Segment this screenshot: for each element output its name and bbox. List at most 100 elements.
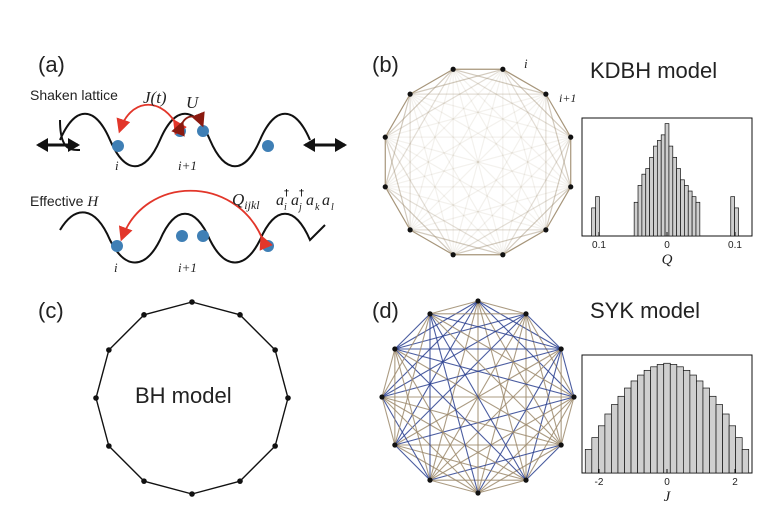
histogram-bar [649,156,654,237]
histogram-bar [728,425,737,474]
histogram-bar [656,364,665,474]
svg-text:a: a [291,192,299,209]
histogram-bar [735,437,743,474]
kdbh-edge [384,186,504,256]
interaction-label: U [186,93,200,112]
bh-node [237,478,243,484]
kdbh-edge [384,68,504,138]
syk-edge [429,313,562,350]
kdbh-edge [452,93,547,256]
syk-edge [394,313,431,446]
kdbh-edge [384,68,454,138]
shake-arrow-left-icon [36,138,80,152]
syk-edge [429,348,562,481]
syk-edge [477,300,527,481]
syk-node [427,477,433,483]
svg-text:a: a [322,192,330,209]
histogram-bar [672,156,678,237]
kdbh-edge [409,93,454,255]
bh-edge [191,301,241,316]
kdbh-node [382,134,388,140]
syk-edge [429,313,527,481]
syk-node [379,394,385,400]
histogram-bar [691,196,697,237]
kdbh-edge [409,93,504,256]
syk-node [523,477,529,483]
kdbh-edge [409,93,571,138]
syk-node [558,346,564,352]
effective-potential [59,211,326,264]
effective-term-formula: Qijkl a i † a j † a k a l [232,188,334,213]
bh-edge [108,445,145,482]
eff-site-i1-label: i+1 [178,260,197,275]
svg-text:j: j [297,202,302,213]
kdbh-edge [452,68,572,138]
kdbh-node [500,66,506,72]
syk-edge [381,396,562,446]
syk-node [571,394,577,400]
effective-hopping-arrow-icon [118,189,273,251]
bh-graph [93,299,291,497]
kdbh-edge [452,186,572,256]
syk-edge [394,313,527,446]
kdbh-edge [545,136,572,231]
kdbh-node [500,252,506,258]
kdbh-edge [502,186,572,256]
syk-edge [560,396,575,446]
shake-arrow-right-icon [303,138,347,152]
kdbh-edge [384,136,454,256]
kdbh-node [543,227,549,233]
kdbh-edge [502,69,547,231]
histogram-bar [669,364,678,474]
kdbh-node [450,252,456,258]
syk-edge [394,313,431,350]
bh-node [237,312,243,318]
histogram-bar [687,190,693,237]
kdbh-edge [384,186,454,256]
svg-text:k: k [315,202,320,213]
histogram-bar [591,207,596,237]
x-tick-label: 0 [664,477,670,488]
syk-node [475,490,481,496]
bh-edge [239,314,276,351]
kdbh-node [543,91,549,97]
syk-edge [381,348,562,398]
syk-node [475,298,481,304]
syk-title: SYK model [590,298,700,323]
histogram-bar [611,404,619,474]
kdbh-edge [385,136,571,188]
kdbh-edge [409,186,571,231]
bh-edge [143,480,193,495]
histogram-bar [684,185,689,237]
kdbh-edge [384,68,454,188]
syk-edge [381,396,396,446]
syk-edge [394,348,527,481]
syk-edge [394,444,431,481]
kdbh-title: KDBH model [590,58,717,83]
syk-edge [381,313,431,398]
atom [111,240,123,252]
syk-node [427,311,433,317]
bh-edge [239,445,276,482]
kdbh-edge [502,68,572,188]
bh-node [189,299,195,305]
kdbh-edge [545,186,572,231]
kdbh-edge [545,93,572,138]
syk-edge [381,396,431,481]
histogram-bar [664,123,670,237]
kdbh-edge [409,229,454,256]
kdbh-edge [409,229,504,256]
syk-node [558,442,564,448]
bh-edge [274,349,289,399]
atom [197,125,209,137]
syk-edge [394,444,479,494]
syk-edge [429,479,479,494]
syk-edge [381,348,396,398]
kdbh-node [407,91,413,97]
svg-text:†: † [284,188,289,199]
shaken-lattice-label: Shaken lattice [30,87,118,103]
kdbh-edge [502,68,547,95]
effective-label: Effective H [30,193,99,210]
